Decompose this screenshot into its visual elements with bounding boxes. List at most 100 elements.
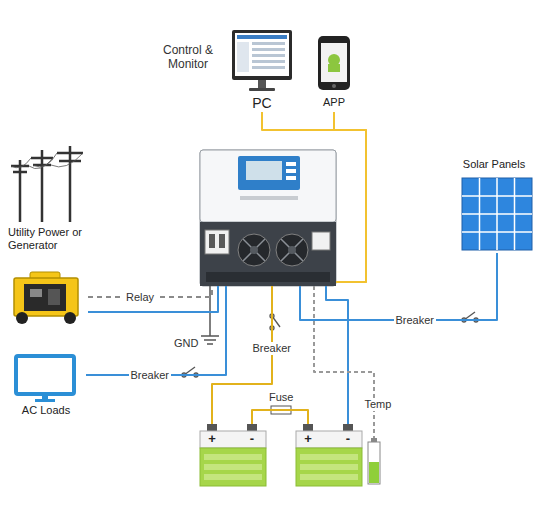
inverter-unit (286, 162, 296, 166)
generator (48, 289, 60, 305)
pc-monitor (237, 35, 287, 39)
battery (204, 464, 262, 470)
node-label: - (244, 432, 260, 445)
inverter-unit (240, 196, 298, 200)
utility-poles (59, 160, 81, 163)
battery (296, 448, 362, 486)
temp-sensor (371, 438, 377, 442)
ac-load-node: AC Loads (8, 352, 86, 422)
phone (332, 84, 336, 88)
battery (200, 448, 266, 486)
temp-sensor (368, 438, 380, 484)
node-label: APP (314, 96, 354, 109)
utility-poles (13, 171, 27, 174)
generator (14, 278, 78, 316)
phone (328, 64, 340, 72)
pc-monitor-node: PC (228, 28, 298, 112)
pc-monitor (232, 30, 292, 80)
phone (318, 36, 350, 90)
utility-poles (69, 146, 72, 222)
ac-load-monitor (16, 356, 74, 394)
solar-panel (462, 178, 532, 250)
solar-panel (462, 231, 532, 233)
inverter-unit (200, 150, 336, 286)
free-label: GND (172, 337, 200, 350)
pc-monitor (252, 60, 285, 63)
inverter-unit (209, 234, 215, 248)
generator (64, 312, 76, 324)
battery (300, 464, 358, 470)
ac-load-monitor (16, 356, 74, 402)
inverter-unit (238, 156, 300, 190)
inverter-unit (238, 234, 270, 266)
wire-connector (252, 410, 308, 424)
inverter-node (200, 150, 336, 286)
utility-poles (11, 158, 31, 168)
ac-load-monitor (35, 399, 55, 402)
edge-label: Breaker (394, 314, 437, 327)
wire-connector (262, 112, 366, 282)
battery (200, 424, 266, 486)
solar-panel (462, 178, 532, 250)
utility-poles (11, 146, 83, 222)
temp-sensor (368, 442, 380, 484)
edge-label: Temp (363, 398, 394, 411)
utility-poles (11, 153, 83, 169)
generator (24, 284, 66, 311)
edge-label: Fuse (267, 391, 295, 404)
utility-poles (11, 146, 83, 222)
edge-label: Breaker (251, 342, 294, 355)
utility-poles (31, 157, 53, 160)
inverter-unit (250, 246, 258, 254)
wire-connector (326, 286, 348, 424)
solar-panel (462, 213, 532, 215)
node-label: + (204, 432, 220, 445)
inverter-unit (276, 234, 308, 266)
node-label: + (300, 432, 316, 445)
wire-connector (88, 286, 218, 312)
solar-panel (462, 178, 532, 250)
inverter-unit (243, 239, 303, 261)
battery (200, 431, 266, 448)
solar-panel-node: Solar Panels (452, 156, 538, 253)
pc-monitor (232, 30, 292, 91)
utility-poles (19, 160, 22, 222)
pc-monitor (252, 54, 285, 57)
pc-monitor (237, 42, 249, 72)
temp-sensor-node (366, 438, 382, 484)
generator (30, 289, 42, 297)
inverter-unit (205, 230, 229, 254)
battery (204, 454, 262, 460)
inverter-unit (286, 169, 296, 173)
inverter-unit (312, 232, 330, 250)
utility-poles (51, 153, 83, 167)
node-label: AC Loads (8, 404, 84, 417)
generator (16, 312, 28, 324)
battery (300, 454, 358, 460)
battery (296, 424, 362, 486)
pc-monitor (252, 42, 285, 45)
battery (300, 474, 358, 480)
battery-node: +- (296, 424, 362, 486)
generator (14, 272, 78, 324)
edge-label: Relay (124, 291, 156, 304)
inverter-unit (281, 239, 303, 261)
temp-sensor (369, 462, 379, 483)
inverter-unit (281, 239, 303, 261)
node-label: Utility Power or Generator (8, 226, 86, 251)
inverter-unit (206, 272, 330, 282)
battery (296, 431, 362, 448)
node-label: Solar Panels (452, 158, 536, 171)
inverter-unit (288, 246, 296, 254)
pc-monitor (249, 88, 275, 91)
utility-poles (41, 150, 44, 222)
wire-connector (314, 286, 374, 438)
battery (204, 474, 262, 480)
wire-connector (86, 286, 226, 375)
utility-generator-node: Utility Power or Generator (4, 140, 88, 330)
inverter-unit (243, 239, 265, 261)
node-label: - (340, 432, 356, 445)
pc-monitor (252, 66, 285, 69)
